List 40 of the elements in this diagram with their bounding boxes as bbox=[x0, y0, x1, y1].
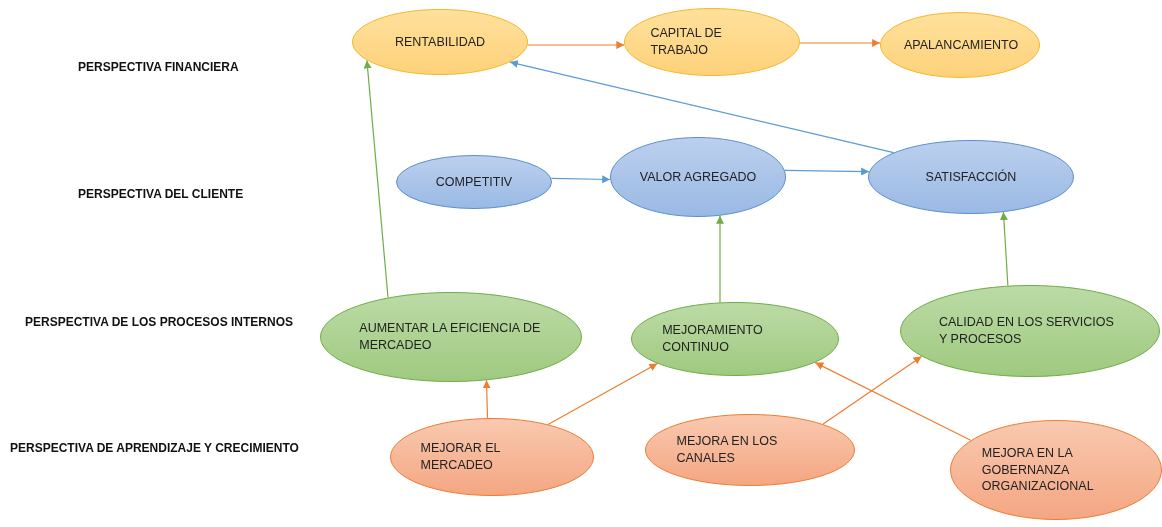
learning-goal-ellipse bbox=[950, 420, 1162, 520]
financial-goal-ellipse bbox=[624, 8, 800, 76]
goal-text: MEJORAMIENTO CONTINUO bbox=[662, 322, 764, 356]
goal-text: MEJORA EN LA GOBERNANZA ORGANIZACIONAL bbox=[981, 444, 1095, 496]
arrow bbox=[814, 362, 972, 441]
goal-text: CALIDAD EN LOS SERVICIOS Y PROCESOS bbox=[939, 314, 1115, 348]
arrow bbox=[509, 60, 895, 154]
financial-goal-ellipse bbox=[880, 12, 1040, 78]
process-goal-ellipse bbox=[900, 285, 1160, 377]
perspective-label: PERSPECTIVA FINANCIERA bbox=[78, 60, 239, 74]
perspective-label: PERSPECTIVA DE LOS PROCESOS INTERNOS bbox=[25, 315, 294, 329]
goal-text: APALANCAMIENTO bbox=[904, 36, 1016, 54]
process-goal-ellipse bbox=[631, 302, 839, 376]
learning-goal-ellipse bbox=[390, 418, 594, 496]
arrow bbox=[550, 175, 611, 184]
customer-goal-ellipse bbox=[396, 155, 552, 209]
perspective-label: PERSPECTIVA DE APRENDIZAJE Y CRECIMIENTO bbox=[10, 441, 299, 455]
goal-text: MEJORAR EL MERCADEO bbox=[420, 440, 501, 474]
arrow bbox=[482, 379, 491, 419]
arrow bbox=[527, 41, 625, 49]
customer-goal-ellipse bbox=[868, 140, 1074, 214]
customer-goal-ellipse bbox=[610, 137, 786, 217]
arrow bbox=[822, 355, 923, 425]
financial-goal-ellipse bbox=[352, 9, 528, 75]
arrow bbox=[547, 363, 658, 425]
arrow bbox=[784, 167, 870, 176]
goal-text: COMPETITIV bbox=[435, 173, 513, 191]
arrow bbox=[716, 215, 724, 303]
goal-text: SATISFACCIÓN bbox=[925, 168, 1017, 186]
learning-goal-ellipse bbox=[645, 414, 855, 486]
goal-text: MEJORA EN LOS CANALES bbox=[676, 433, 779, 467]
perspective-label: PERSPECTIVA DEL CLIENTE bbox=[78, 187, 244, 201]
arrow bbox=[363, 59, 389, 299]
process-goal-ellipse bbox=[320, 292, 582, 382]
arrow bbox=[999, 211, 1009, 287]
goal-text: CAPITAL DE TRABAJO bbox=[650, 25, 723, 59]
arrow bbox=[799, 39, 881, 47]
goal-text: VALOR AGREGADO bbox=[639, 168, 757, 186]
goal-text: AUMENTAR LA EFICIENCIA DE MERCADEO bbox=[359, 320, 542, 354]
goal-text: RENTABILIDAD bbox=[394, 33, 486, 51]
